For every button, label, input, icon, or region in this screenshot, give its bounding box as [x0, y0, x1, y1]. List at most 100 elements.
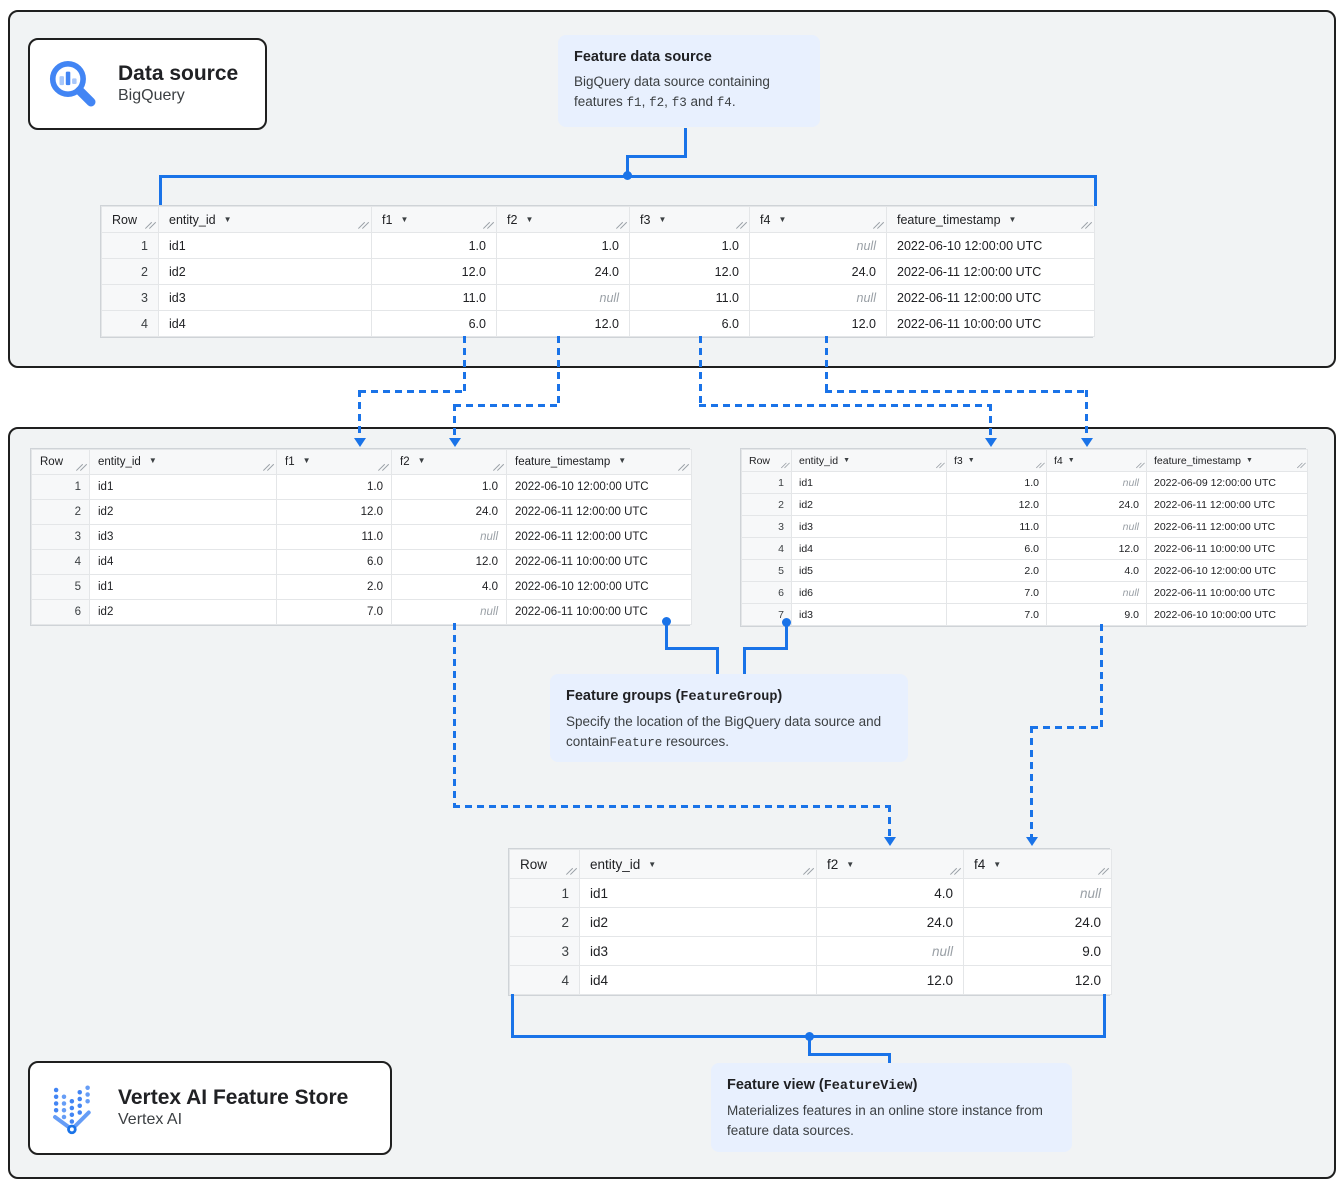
- dashed-connector-f4: [825, 336, 828, 392]
- sort-arrow-icon: ▼: [1067, 456, 1075, 464]
- dashed-connector-f2: [453, 404, 456, 438]
- cell: id4: [791, 537, 947, 560]
- text: ,: [641, 93, 650, 109]
- column-header-feature_timestamp: feature_timestamp▼: [1146, 449, 1308, 472]
- sort-arrow-icon: ▼: [417, 456, 426, 465]
- sort-arrow-icon: ▼: [843, 456, 851, 464]
- row-number-cell: 2: [509, 907, 580, 937]
- dashed-connector-f4: [1085, 390, 1088, 438]
- connector-segment: [159, 175, 162, 206]
- arrow-down-icon: [985, 438, 997, 447]
- dashed-connector-f2-view: [888, 805, 891, 837]
- resize-handle-icon: [950, 867, 962, 876]
- bigquery-icon: [46, 57, 100, 111]
- resize-handle-icon: [145, 221, 157, 230]
- cell: 1.0: [629, 232, 750, 259]
- cell: id3: [791, 515, 947, 538]
- cell: null: [816, 936, 964, 966]
- column-label: Row: [520, 856, 548, 872]
- dashed-connector-f2-view: [453, 805, 891, 808]
- callout-body: BigQuery data source containing features…: [574, 72, 804, 112]
- column-label: f4: [1054, 454, 1063, 467]
- row-number-cell: 6: [741, 581, 792, 604]
- cell: id2: [89, 499, 277, 525]
- null-value: null: [1079, 885, 1101, 901]
- cell: 2.0: [276, 574, 392, 600]
- resize-handle-icon: [873, 221, 885, 230]
- connector-segment: [1094, 175, 1097, 206]
- resize-handle-icon: [736, 221, 748, 230]
- cell: 11.0: [276, 524, 392, 550]
- column-label: f2: [507, 212, 518, 227]
- column-label: entity_id: [799, 454, 839, 467]
- row-number-cell: 1: [101, 232, 159, 259]
- cell: 12.0: [629, 258, 750, 285]
- column-header-Row: Row: [31, 449, 90, 475]
- column-header-f2: f2 ▼: [391, 449, 507, 475]
- cell: id1: [791, 471, 947, 494]
- cell: 2022-06-10 12:00:00 UTC: [506, 574, 692, 600]
- cell: null: [1046, 515, 1147, 538]
- dashed-connector-f1: [358, 390, 361, 438]
- cell: 12.0: [276, 499, 392, 525]
- column-label: f3: [954, 454, 963, 467]
- column-header-f4: f4▼: [749, 206, 887, 233]
- sort-arrow-icon: ▼: [993, 859, 1002, 869]
- sort-arrow-icon: ▼: [400, 214, 409, 224]
- connector-segment: [159, 175, 1097, 178]
- arrow-down-icon: [354, 438, 366, 447]
- cell: 9.0: [963, 936, 1112, 966]
- row-number-cell: 2: [741, 493, 792, 516]
- resize-handle-icon: [76, 463, 88, 472]
- cell: 4.0: [816, 878, 964, 908]
- junction-dot: [805, 1032, 814, 1041]
- cell: 1.0: [496, 232, 630, 259]
- sort-arrow-icon: ▼: [1245, 456, 1253, 464]
- cell: id6: [791, 581, 947, 604]
- row-number-cell: 4: [31, 549, 90, 575]
- cell: 2022-06-10 12:00:00 UTC: [506, 474, 692, 500]
- cell: 9.0: [1046, 603, 1147, 626]
- connector-segment: [626, 155, 687, 158]
- connector-segment: [511, 994, 514, 1038]
- resize-handle-icon: [263, 463, 275, 472]
- row-number-cell: 4: [741, 537, 792, 560]
- cell: 2022-06-11 10:00:00 UTC: [1146, 581, 1308, 604]
- connector-segment: [888, 1053, 891, 1065]
- cell: 1.0: [391, 474, 507, 500]
- cell: 6.0: [629, 310, 750, 337]
- null-value: null: [599, 290, 619, 305]
- null-value: null: [856, 238, 876, 253]
- column-header-f1: f1▼: [276, 449, 392, 475]
- null-value: null: [1122, 520, 1139, 533]
- column-label: f2: [400, 456, 410, 468]
- null-value: null: [1122, 476, 1139, 489]
- cell: 12.0: [496, 310, 630, 337]
- null-value: null: [1122, 586, 1139, 599]
- feature-view-callout: Feature view (FeatureView) Materializes …: [711, 1063, 1072, 1152]
- cell: 6.0: [371, 310, 497, 337]
- column-header-f3: f3▼: [629, 206, 750, 233]
- sort-arrow-icon: ▼: [223, 214, 232, 224]
- column-header-Row: Row: [741, 449, 792, 472]
- cell: 7.0: [946, 581, 1047, 604]
- sort-arrow-icon: ▼: [658, 214, 667, 224]
- cell: null: [749, 232, 887, 259]
- arrow-down-icon: [1026, 837, 1038, 846]
- row-number-cell: 3: [509, 936, 580, 966]
- row-number-cell: 1: [741, 471, 792, 494]
- connector-segment: [665, 647, 719, 650]
- cell: 24.0: [391, 499, 507, 525]
- column-label: Row: [112, 212, 138, 227]
- text: Materializes features in an online store…: [727, 1103, 1043, 1138]
- dashed-connector-f1: [359, 390, 466, 393]
